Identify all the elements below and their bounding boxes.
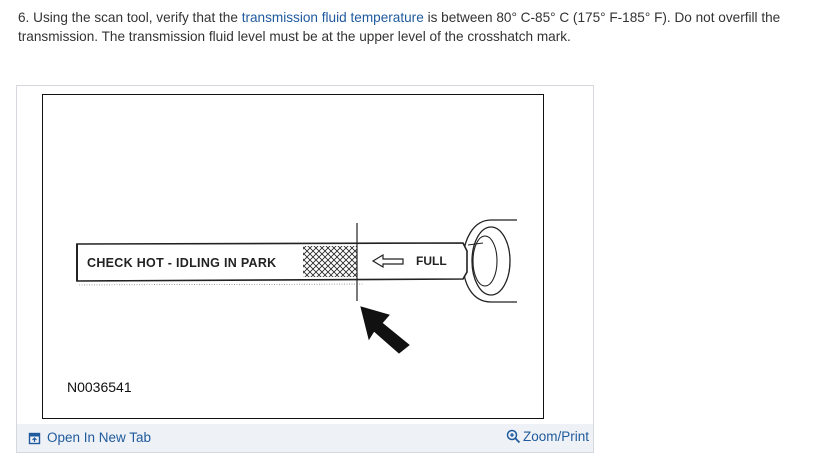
open-new-tab-icon	[28, 432, 41, 444]
dipstick-blade	[76, 242, 468, 286]
open-in-new-tab-label: Open In New Tab	[47, 430, 152, 445]
open-in-new-tab-button[interactable]: Open In New Tab	[28, 430, 151, 445]
zoom-print-label: Zoom/Print	[522, 429, 589, 444]
step-text-after: is between 80° C-85° C (175° F-185° F). …	[18, 10, 781, 44]
figure-container: CHECK HOT - IDLING IN PARK FULL N0036541…	[16, 85, 594, 453]
step-text-before: Using the scan tool, verify that the	[33, 10, 238, 25]
dipstick-drawing: CHECK HOT - IDLING IN PARK FULL	[76, 219, 517, 354]
step-instruction: 6. Using the scan tool, verify that the …	[18, 8, 818, 46]
tube-drawing	[462, 219, 517, 303]
dipstick-label-check-hot: CHECK HOT - IDLING IN PARK	[87, 256, 277, 270]
figure-id: N0036541	[67, 379, 132, 395]
crosshatch-mark	[303, 246, 357, 277]
dipstick-illustration[interactable]: CHECK HOT - IDLING IN PARK FULL N0036541	[42, 94, 544, 419]
transmission-fluid-temperature-link[interactable]: transmission fluid temperature	[241, 10, 424, 25]
figure-footer: Open In New Tab Zoom/Print	[17, 424, 593, 452]
pointer-arrow	[360, 306, 410, 354]
zoom-icon	[506, 429, 521, 444]
full-arrow	[371, 253, 404, 269]
step-number: 6.	[18, 10, 30, 25]
zoom-print-button[interactable]: Zoom/Print	[506, 429, 589, 444]
dipstick-label-full: FULL	[416, 254, 447, 268]
